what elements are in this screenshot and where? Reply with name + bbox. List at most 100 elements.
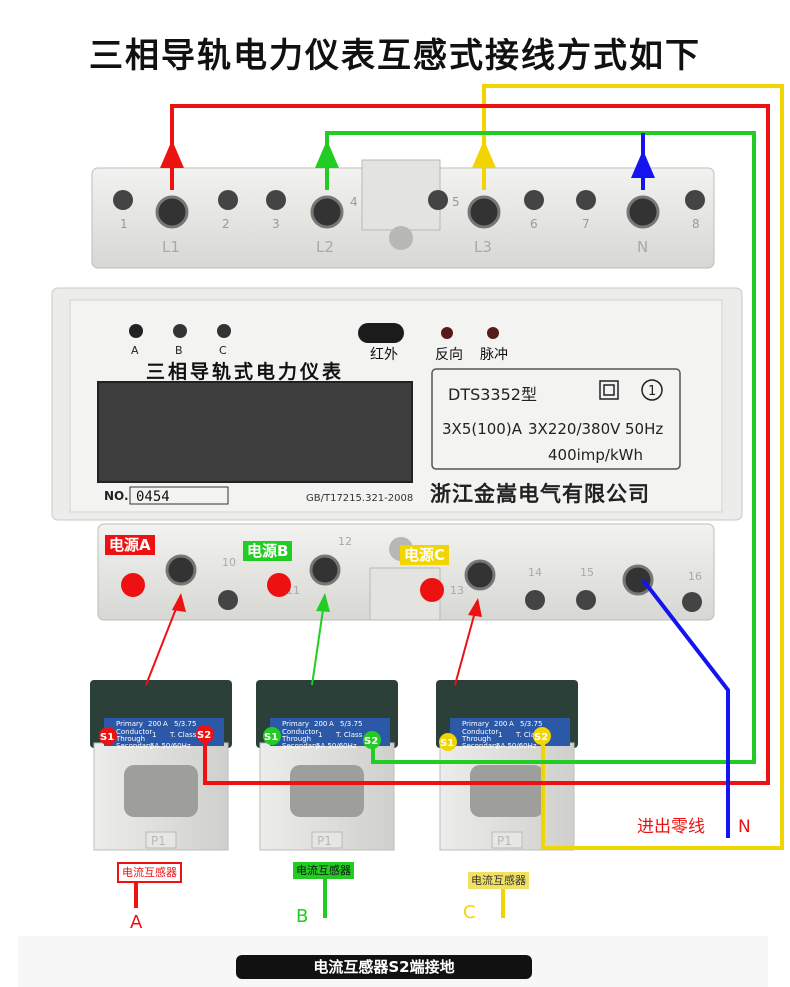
- neutral-letter: N: [738, 817, 751, 837]
- supply-b-tag: 电源B: [243, 541, 293, 561]
- terminal-label-l1: L1: [162, 238, 180, 256]
- terminal-label-n: N: [637, 238, 648, 256]
- bottom-terminal-number: 13: [450, 584, 464, 597]
- current-transformer-a: [90, 680, 232, 851]
- ct-letter-a: A: [130, 912, 143, 933]
- ct-plate-through: Through: [461, 735, 491, 743]
- ct-plate-ratio: 5/3.75: [174, 720, 196, 728]
- ct-plate-primary: Primary: [462, 720, 489, 728]
- reverse-label: 反向: [435, 347, 463, 363]
- ct-plate-primary-value: 200: [494, 720, 507, 728]
- wire-neutral-in: [641, 578, 730, 838]
- top-terminal-number: 1: [120, 217, 128, 231]
- ct-c-s2: S2: [534, 732, 548, 743]
- serial-prefix: NO.: [104, 489, 129, 503]
- bottom-terminal-number: 16: [688, 570, 702, 583]
- ct-plate-primary: Primary: [116, 720, 143, 728]
- ct-c-terminals: [439, 727, 551, 751]
- ct-plate-primary-value: 200: [148, 720, 161, 728]
- arrow-head-ct-c: [468, 598, 482, 617]
- ct-p1-mark: P1: [317, 834, 332, 848]
- serial-number: 0454: [136, 489, 170, 505]
- arrow-l1: [160, 140, 184, 168]
- arrow-l2: [315, 140, 339, 168]
- ct-plate-through: Through: [281, 735, 311, 743]
- ct-plate-secondary-value: 5A 50/60Hz: [150, 742, 191, 750]
- ct-plate-secondary: Secondary: [116, 742, 153, 750]
- current-transformer-b: [256, 680, 398, 851]
- ct-a-label: 电流互感器: [117, 862, 182, 883]
- ct-plate-class: T. Class: [515, 731, 543, 739]
- ct-a-terminals: [99, 725, 214, 745]
- top-clip: [361, 159, 441, 231]
- double-insulation-icon: [599, 380, 619, 400]
- terminal-label-l3: L3: [474, 238, 492, 256]
- infrared-port: [358, 323, 404, 343]
- wire-l1-red: [170, 104, 770, 785]
- manufacturer: 浙江金嵩电气有限公司: [430, 482, 650, 506]
- led-label-c: C: [219, 344, 227, 357]
- ct-p1-mark: P1: [151, 834, 166, 848]
- ct-plate-secondary-value: 5A 50/60Hz: [316, 742, 357, 750]
- ct-plate-unit: A: [329, 720, 334, 728]
- reverse-led: [441, 327, 453, 339]
- class-icon: [641, 379, 663, 401]
- ct-b-terminals: [263, 727, 381, 749]
- supply-c-dot: [420, 578, 444, 602]
- ct-a-s1: S1: [100, 732, 114, 743]
- model-label: DTS3352型: [448, 385, 537, 404]
- pulse-led: [487, 327, 499, 339]
- bottom-terminal-number: 12: [338, 535, 352, 548]
- neutral-label: 进出零线: [637, 817, 705, 837]
- supply-a-dot: [121, 573, 145, 597]
- arrow-l3: [472, 140, 496, 168]
- bottom-terminal-number: 14: [528, 566, 542, 579]
- ct-b-label: 电流互感器: [293, 862, 354, 879]
- wire-l3-yellow: [482, 84, 784, 850]
- top-terminal-holes: [113, 190, 705, 229]
- top-terminal-number: 4: [350, 195, 358, 209]
- top-terminal-number: 6: [530, 217, 538, 231]
- ct-plate-secondary: Secondary: [462, 742, 499, 750]
- supply-b-dot: [267, 573, 291, 597]
- ct-plate-primary: Primary: [282, 720, 309, 728]
- top-terminal-number: 5: [452, 195, 460, 209]
- ct-plate-turns: 1: [498, 731, 502, 739]
- ct-plate-conductor: Conductor: [462, 728, 498, 736]
- ct-plate-unit: A: [509, 720, 514, 728]
- ct-plate-secondary-value: 5A 50/60Hz: [496, 742, 537, 750]
- ct-c-label: 电流互感器: [468, 872, 529, 889]
- ct-b-s1: S1: [264, 732, 278, 743]
- ct-c-s1: S1: [440, 738, 454, 749]
- ct-plate-secondary: Secondary: [282, 742, 319, 750]
- phase-leds: [129, 324, 231, 338]
- infrared-label: 红外: [370, 347, 398, 363]
- bottom-terminal-number: 10: [222, 556, 236, 569]
- top-terminal-number: 8: [692, 217, 700, 231]
- supply-a-tag: 电源A: [105, 535, 155, 555]
- current-transformer-c: [436, 680, 578, 851]
- top-terminal-number: 2: [222, 217, 230, 231]
- ct-b-s2: S2: [364, 736, 378, 747]
- ct-plate-conductor: Conductor: [116, 728, 152, 736]
- spec-box: [431, 368, 681, 470]
- arrow-line-ct-a: [145, 595, 182, 686]
- serial-box: [129, 486, 229, 505]
- ct-plate-turns: 1: [152, 731, 156, 739]
- class-value: 1: [648, 384, 656, 399]
- lcd-display: [97, 381, 413, 483]
- ct-p1-mark: P1: [497, 834, 512, 848]
- arrow-n: [631, 150, 655, 178]
- top-mounting-hole: [389, 226, 413, 250]
- ct-plate-turns: 1: [318, 731, 322, 739]
- terminal-label-l2: L2: [316, 238, 334, 256]
- spec-voltage: 3X220/380V: [528, 420, 621, 438]
- ct-plate-ratio: 5/3.75: [340, 720, 362, 728]
- spec-current: 3X5(100)A: [442, 420, 523, 438]
- top-terminal-number: 7: [582, 217, 590, 231]
- ct-letter-c: C: [463, 902, 476, 923]
- standard-code: GB/T17215.321-2008: [306, 493, 413, 504]
- ct-plate-through: Through: [115, 735, 145, 743]
- spec-constant: 400imp/kWh: [548, 446, 643, 464]
